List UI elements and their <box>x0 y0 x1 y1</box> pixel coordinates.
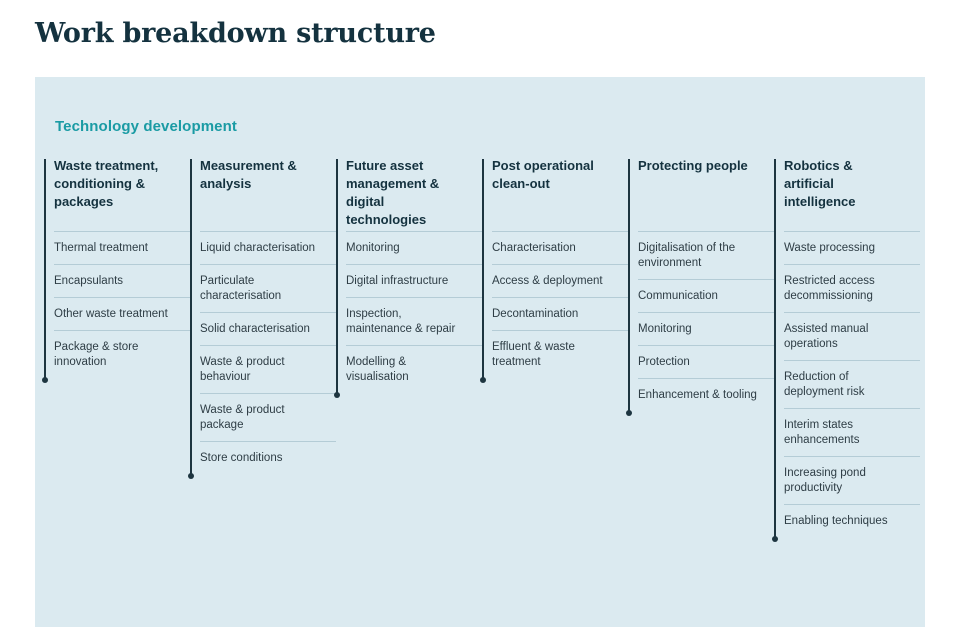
column-header: Robotics & artificial intelligence <box>784 158 856 209</box>
wbs-column: Future asset management & digital techno… <box>334 157 482 537</box>
list-item[interactable]: Decontamination <box>492 297 628 330</box>
list-item[interactable]: Communication <box>638 279 774 312</box>
list-item[interactable]: Monitoring <box>638 312 774 345</box>
panel-heading: Technology development <box>55 118 237 135</box>
list-item[interactable]: Assisted manual operations <box>784 312 920 360</box>
column-spine-line <box>480 159 485 383</box>
list-item[interactable]: Interim states enhancements <box>784 408 920 456</box>
page-title: Work breakdown structure <box>35 18 436 49</box>
wbs-columns: Waste treatment, conditioning & packages… <box>42 157 924 542</box>
list-item[interactable]: Enhancement & tooling <box>638 378 774 411</box>
list-item[interactable]: Digitalisation of the environment <box>638 231 774 279</box>
list-item[interactable]: Liquid characterisation <box>200 231 336 264</box>
column-spine-line <box>42 159 47 383</box>
column-spine-line <box>188 159 193 479</box>
list-item[interactable]: Waste & product package <box>200 393 336 441</box>
technology-development-panel: Technology development Waste treatment, … <box>35 77 925 627</box>
column-header: Future asset management & digital techno… <box>346 158 440 227</box>
list-item[interactable]: Digital infrastructure <box>346 264 482 297</box>
list-item[interactable]: Waste & product behaviour <box>200 345 336 393</box>
list-item[interactable]: Access & deployment <box>492 264 628 297</box>
list-item[interactable]: Reduction of deployment risk <box>784 360 920 408</box>
list-item[interactable]: Increasing pond productivity <box>784 456 920 504</box>
list-item[interactable]: Solid characterisation <box>200 312 336 345</box>
list-item[interactable]: Protection <box>638 345 774 378</box>
list-item[interactable]: Particulate characterisation <box>200 264 336 312</box>
list-item[interactable]: Effluent & waste treatment <box>492 330 628 378</box>
wbs-column: Waste treatment, conditioning & packages… <box>42 157 190 537</box>
list-item[interactable]: Monitoring <box>346 231 482 264</box>
column-header: Waste treatment, conditioning & packages <box>54 158 159 209</box>
list-item[interactable]: Encapsulants <box>54 264 190 297</box>
list-item[interactable]: Store conditions <box>200 441 336 474</box>
list-item[interactable]: Restricted access decommissioning <box>784 264 920 312</box>
list-item[interactable]: Inspection, maintenance & repair <box>346 297 482 345</box>
column-header: Post operational clean-out <box>492 158 594 191</box>
list-item[interactable]: Waste processing <box>784 231 920 264</box>
column-spine-line <box>772 159 777 542</box>
list-item[interactable]: Enabling techniques <box>784 504 920 537</box>
column-spine-line <box>626 159 631 416</box>
list-item[interactable]: Modelling & visualisation <box>346 345 482 393</box>
list-item[interactable]: Thermal treatment <box>54 231 190 264</box>
column-header: Protecting people <box>638 158 748 173</box>
list-item[interactable]: Package & store innovation <box>54 330 190 378</box>
list-item[interactable]: Other waste treatment <box>54 297 190 330</box>
column-spine-line <box>334 159 339 398</box>
column-header: Measurement & analysis <box>200 158 297 191</box>
list-item[interactable]: Characterisation <box>492 231 628 264</box>
